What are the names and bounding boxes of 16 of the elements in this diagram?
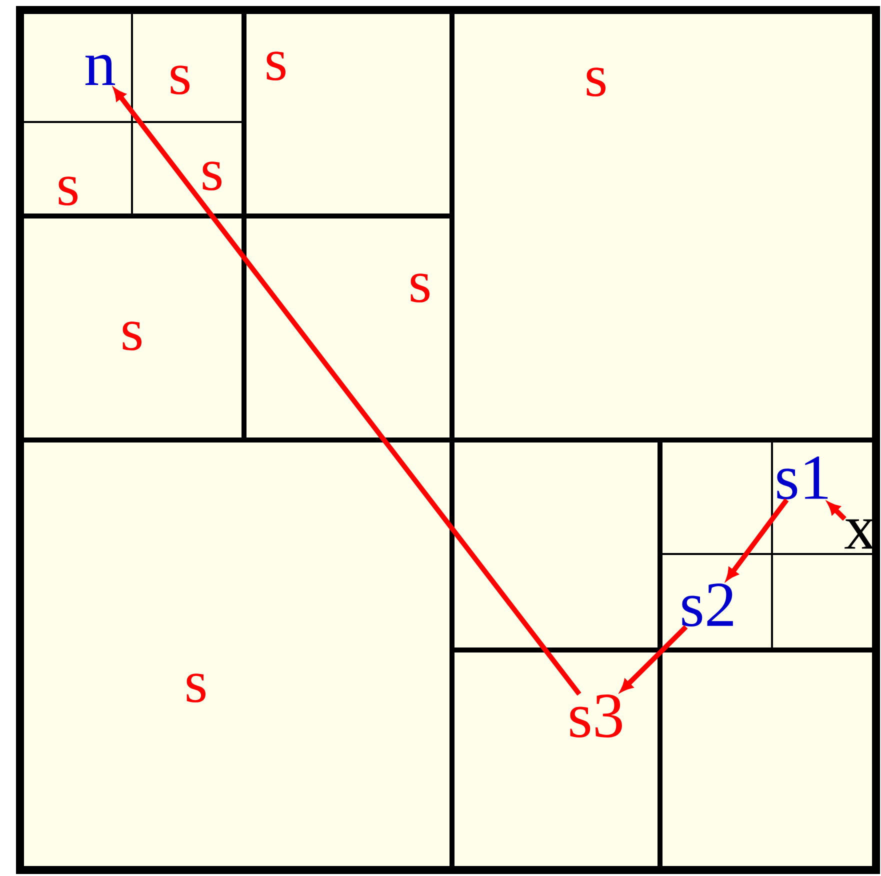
- cell-label: s: [186, 674, 206, 702]
- cell-label: s: [170, 66, 190, 94]
- cell-label: s: [202, 162, 222, 190]
- point-label: s3: [570, 694, 622, 738]
- point-label: n: [85, 54, 116, 86]
- arrow: [726, 498, 789, 580]
- arrow: [620, 625, 688, 692]
- cell-label: s: [58, 176, 78, 206]
- cell-label: s: [266, 52, 286, 80]
- cell-label: s: [410, 274, 430, 302]
- point-label: s2: [682, 584, 733, 626]
- arrow: [114, 88, 582, 696]
- point-label: s1: [777, 456, 828, 500]
- cell-label: s: [586, 68, 606, 96]
- cell-label: s: [122, 322, 142, 350]
- arrow: [828, 502, 846, 521]
